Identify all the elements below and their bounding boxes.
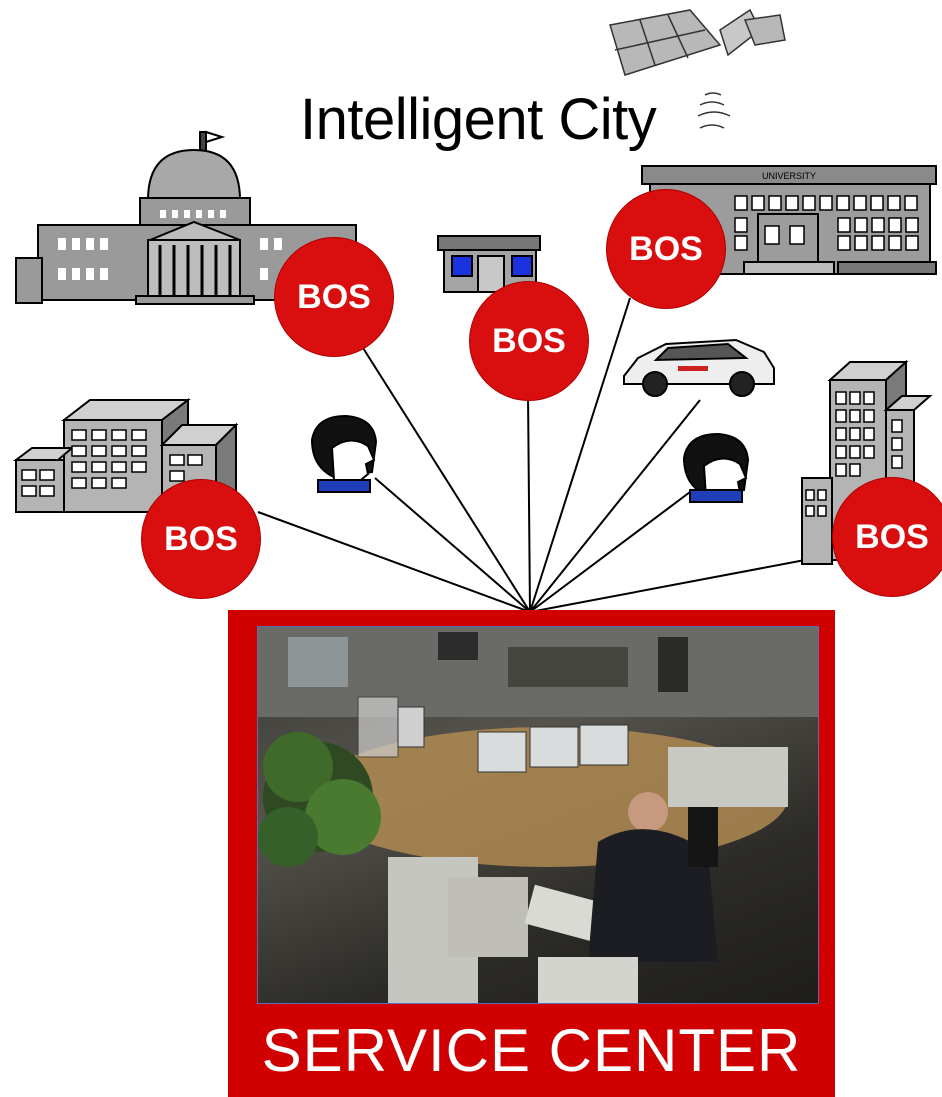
person-icon [310,414,378,493]
connection-line [529,399,701,613]
university-building-icon: UNIVERSITY [641,165,937,275]
connection-line [529,491,691,613]
diagram-title: Intelligent City [300,87,657,152]
university-sign: UNIVERSITY [762,171,816,181]
bos-badge-shop: BOS [470,282,588,400]
bos-badge-university: BOS [607,190,725,308]
connection-line [257,511,531,613]
connection-line [529,297,631,613]
service-center-label: SERVICE CENTER [261,1016,802,1084]
bos-badge-capitol: BOS [275,238,393,356]
connection-lines [257,297,806,613]
connection-line [529,559,806,613]
connection-line [357,339,531,613]
service-center-photo [257,626,819,1004]
connection-line [527,392,531,613]
satellite-icon [609,8,786,129]
connection-line [374,477,531,613]
bos-badge-tower: BOS [833,478,942,596]
control-room-illustration [258,627,818,1003]
person-icon [682,432,750,504]
car-icon [623,338,775,397]
bos-badge-office: BOS [142,480,260,598]
